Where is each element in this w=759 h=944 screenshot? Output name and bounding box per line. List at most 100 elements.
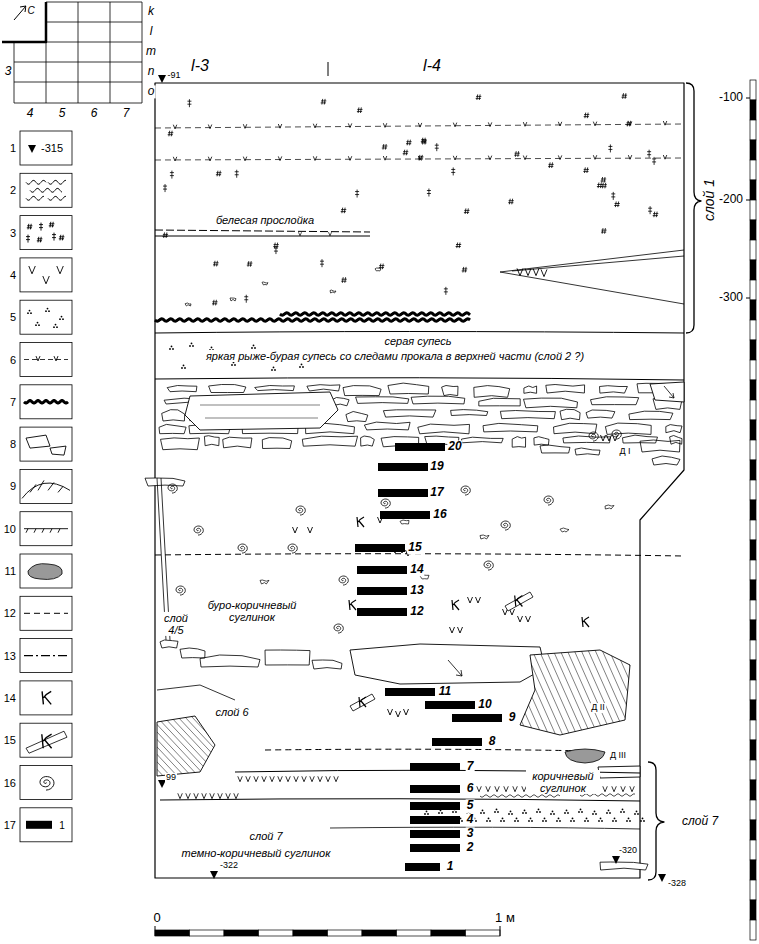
layer-boundary [330, 827, 640, 829]
section-label: 19 [429, 460, 444, 473]
wedge-lines [500, 250, 684, 304]
legend-number: 15 [3, 734, 17, 746]
depth-ruler [750, 680, 756, 700]
section-label: 10 [477, 698, 492, 711]
depth-ruler [750, 220, 756, 240]
section-outline [155, 83, 684, 878]
legend-box [20, 343, 72, 377]
section-label: l-4 [422, 57, 442, 75]
legend-sample [26, 180, 66, 200]
section-label: 2 [466, 841, 475, 854]
charcoal-line [280, 313, 470, 315]
depth-ruler [750, 700, 756, 720]
sample-bar [410, 844, 460, 852]
section-label: 6 [90, 107, 99, 120]
section-label: Д III [609, 751, 627, 761]
stone [160, 640, 342, 669]
legend-sample [24, 529, 68, 533]
slope-arrow [448, 660, 462, 676]
section-label: -100 [718, 91, 744, 104]
depth-ruler [750, 180, 756, 200]
legend-box [20, 173, 72, 207]
depth-ruler [750, 580, 756, 600]
legend-number: 5 [9, 311, 17, 323]
grid-line [110, 2, 111, 103]
depth-ruler [750, 480, 756, 500]
legend-sample [40, 777, 54, 791]
sample-bar [410, 763, 460, 771]
legend-sample [28, 564, 62, 580]
legend-number: 6 [9, 353, 17, 365]
depth-ruler [750, 560, 756, 580]
legend-sample [24, 613, 68, 614]
whitish-lens [155, 236, 370, 237]
legend-sample [29, 266, 64, 284]
ruler-tick [746, 98, 750, 298]
sandy-loam-symbol [163, 99, 656, 303]
sample-bar [357, 608, 407, 616]
depth-ruler [750, 760, 756, 780]
hatched-stone [100, 716, 286, 780]
legend-sample [36, 356, 58, 361]
legend-box [20, 131, 72, 165]
legend-box [20, 723, 72, 757]
pebble [185, 268, 381, 306]
depth-ruler [750, 340, 756, 360]
section-label: слой 7 [681, 815, 719, 828]
sample-bar [357, 587, 407, 595]
legend-number: 2 [9, 184, 17, 196]
sample-bar [432, 738, 482, 746]
depth-ruler [750, 120, 756, 140]
section-label: n [147, 65, 156, 78]
scale-bar [293, 930, 328, 936]
depth-ruler [750, 200, 756, 220]
section-label: 14 [409, 563, 424, 576]
sample-bar [452, 714, 502, 722]
layer-boundary [155, 378, 684, 380]
legend-number: 11 [4, 565, 17, 577]
sample-bar [378, 489, 428, 497]
section-label: 1 [446, 860, 455, 873]
sample-bar [357, 566, 407, 574]
section-label: -200 [718, 193, 744, 206]
stone [145, 383, 682, 486]
section-label: 1 [58, 820, 66, 831]
section-label: o [147, 85, 156, 98]
section-label: слой 4/5 [157, 612, 195, 636]
layer-boundary [265, 749, 590, 751]
scale-bar [259, 930, 294, 936]
legend-number: 13 [3, 650, 17, 662]
bone-symbol [515, 596, 523, 607]
bone-symbol [349, 517, 589, 627]
layer-bracket [648, 762, 664, 880]
section-label: 8 [488, 735, 497, 748]
section-label: 4 [26, 107, 35, 120]
depth-ruler [750, 420, 756, 440]
section-label: l-3 [190, 57, 210, 75]
depth-ruler [750, 140, 756, 160]
scale-bar [466, 930, 501, 936]
section-label: 15 [407, 541, 422, 554]
scale-bar [190, 930, 225, 936]
legend-sample [26, 731, 67, 753]
depth-ruler [750, 240, 756, 260]
depth-ruler [750, 80, 756, 100]
depth-ruler [750, 740, 756, 760]
section-label: 5 [466, 799, 475, 812]
legend-sample [27, 308, 64, 328]
grid-line [46, 2, 142, 3]
bone-fragment [505, 592, 533, 611]
legend-box [20, 554, 72, 588]
legend-number: 3 [9, 227, 17, 239]
legend-box [20, 385, 72, 419]
section-label: С [26, 5, 35, 16]
depth-ruler [750, 380, 756, 400]
depth-ruler [750, 360, 756, 380]
depth-ruler [750, 720, 756, 740]
legend-sample [28, 145, 36, 153]
legend-number: 7 [9, 396, 17, 408]
depth-ruler [750, 320, 756, 340]
legend-box [20, 216, 72, 250]
